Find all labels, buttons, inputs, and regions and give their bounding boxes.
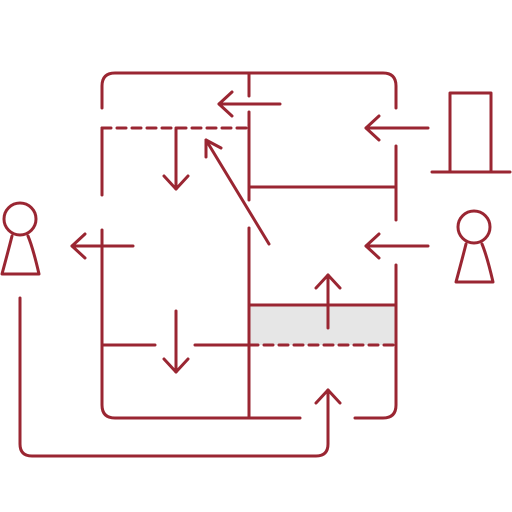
internal-structure xyxy=(100,71,398,420)
arrow-up-highlight xyxy=(314,273,342,330)
arrows xyxy=(18,90,430,458)
frame-right-lower xyxy=(353,263,398,420)
arrow-person-in xyxy=(364,232,430,260)
frame-left-lower xyxy=(100,228,302,420)
highlight-band xyxy=(249,305,396,345)
arrow-top-left xyxy=(217,90,282,118)
arrow-door-in xyxy=(364,114,430,142)
arrow-return-loop xyxy=(18,296,342,458)
arrow-exit-left xyxy=(70,232,135,260)
arrow-diagonal xyxy=(204,138,271,246)
arrow-down-upper xyxy=(162,126,190,191)
door-icon xyxy=(430,91,512,174)
person-icon xyxy=(0,201,41,276)
arrow-down-lower xyxy=(162,309,190,374)
person-icon xyxy=(454,209,495,284)
